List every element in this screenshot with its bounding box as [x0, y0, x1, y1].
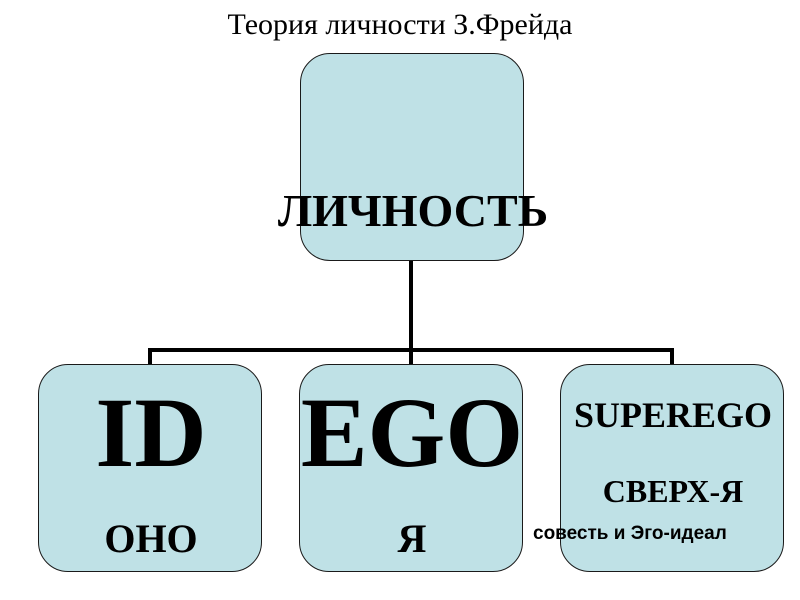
id-node: ID ОНО [38, 364, 262, 572]
ego-label: EGO [300, 377, 524, 488]
superego-description: совесть и Эго-идеал [533, 523, 727, 544]
superego-sublabel: СВЕРХ-Я [602, 473, 744, 509]
personality-label: ЛИЧНОСТЬ [277, 185, 549, 236]
diagram-title: Теория личности З.Фрейда [227, 8, 573, 41]
ego-node: EGO Я [299, 364, 523, 572]
id-label: ID [95, 377, 207, 488]
personality-node: ЛИЧНОСТЬ [278, 53, 548, 261]
ego-sublabel: Я [397, 516, 427, 561]
id-sublabel: ОНО [104, 516, 198, 561]
superego-label: SUPEREGO [573, 395, 773, 435]
superego-node: SUPEREGO СВЕРХ-Я совесть и Эго-идеал [533, 364, 784, 572]
